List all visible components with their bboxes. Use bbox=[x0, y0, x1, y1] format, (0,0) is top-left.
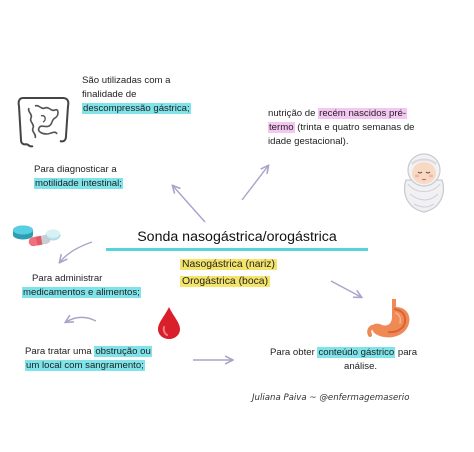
diagnose-highlight: motilidade intestinal; bbox=[34, 178, 123, 189]
gastric-suffix: para bbox=[395, 347, 418, 358]
intestine-icon bbox=[17, 97, 70, 148]
obstruction-node: Para tratar uma obstrução ou um local co… bbox=[25, 345, 152, 373]
pills-icon bbox=[13, 225, 61, 247]
decompression-line2: finalidade de bbox=[82, 89, 137, 100]
nutrition-rest-1: (trinta e quatro semanas de bbox=[294, 122, 415, 133]
obstruction-prefix: Para tratar uma bbox=[25, 346, 95, 357]
page-title: Sonda nasogástrica/orogástrica bbox=[106, 228, 368, 251]
obstruction-highlight-1: obstrução ou bbox=[94, 346, 152, 357]
blood-drop-icon bbox=[158, 307, 180, 339]
nutrition-highlight-2: termo bbox=[268, 122, 295, 133]
medication-node: Para administrar medicamentos e alimento… bbox=[22, 272, 141, 300]
gastric-highlight: conteúdo gástrico bbox=[317, 347, 396, 358]
stomach-icon bbox=[367, 299, 410, 338]
gastric-line2: análise. bbox=[344, 361, 378, 372]
medication-line1: Para administrar bbox=[32, 273, 103, 284]
baby-icon bbox=[403, 153, 445, 213]
decompression-node: São utilizadas com a finalidade de desco… bbox=[82, 74, 191, 116]
arrow-to-gastric bbox=[330, 280, 361, 297]
nutrition-rest-2: idade gestacional). bbox=[268, 136, 349, 147]
decompression-highlight: descompressão gástrica; bbox=[82, 103, 191, 114]
gastric-node: Para obter conteúdo gástrico para anális… bbox=[270, 346, 417, 374]
obstruction-highlight-2: um local com sangramento; bbox=[25, 360, 145, 371]
arrow-to-decompression bbox=[173, 186, 206, 223]
arrow-to-medication bbox=[60, 241, 93, 262]
diagnose-node: Para diagnosticar a motilidade intestina… bbox=[34, 163, 123, 191]
nutrition-node: nutrição de recém nascidos pré- termo (t… bbox=[268, 107, 415, 149]
arrow-to-nutrition bbox=[241, 166, 268, 201]
diagnose-line1: Para diagnosticar a bbox=[34, 164, 117, 175]
nutrition-prefix: nutrição de bbox=[268, 108, 319, 119]
type-orogastric: Orogástrica (boca) bbox=[180, 276, 271, 287]
decompression-line1: São utilizadas com a bbox=[82, 75, 171, 86]
gastric-prefix: Para obter bbox=[270, 347, 318, 358]
nutrition-highlight-1: recém nascidos pré- bbox=[318, 108, 408, 119]
medication-highlight: medicamentos e alimentos; bbox=[22, 287, 141, 298]
arrow-to-obstruction bbox=[66, 317, 97, 322]
type-nasogastric: Nasogástrica (nariz) bbox=[180, 259, 277, 270]
author-signature: Juliana Paiva ~ @enfermagemaserio bbox=[252, 393, 410, 403]
